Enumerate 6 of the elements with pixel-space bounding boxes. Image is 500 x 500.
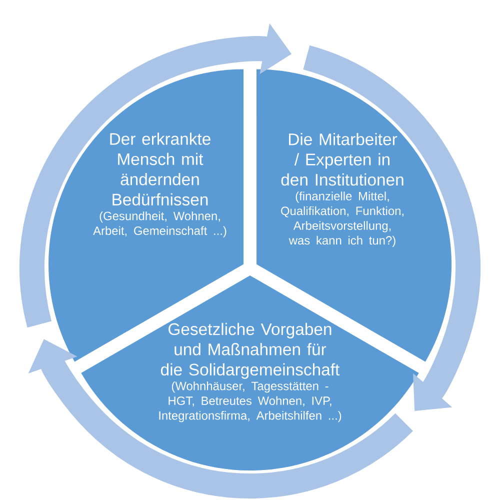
sector-heading: Der erkrankte Mensch mit ändernden Bedürfnissen — [110, 132, 210, 206]
sector-description: (Wohnhäuser, Tagesstätten - HGT, Betreutes Wohnen, IVP, Integrationsfirma, Arbeitshilfen ...) — [159, 381, 342, 422]
sector-heading: Gesetzliche Vorgaben und Maßnahmen für die Solidargemeinschaft — [161, 322, 340, 379]
sector-heading: Die Mitarbeiter / Experten in den Institutionen — [281, 132, 404, 186]
sector-description: (Gesundheit, Wohnen, Arbeit, Gemeinschaft ...) — [93, 211, 226, 238]
sector-description: (finanzielle Mittel, Qualifikation, Funktion, Arbeitsvorstellung, was kann ich tun?) — [281, 192, 404, 248]
